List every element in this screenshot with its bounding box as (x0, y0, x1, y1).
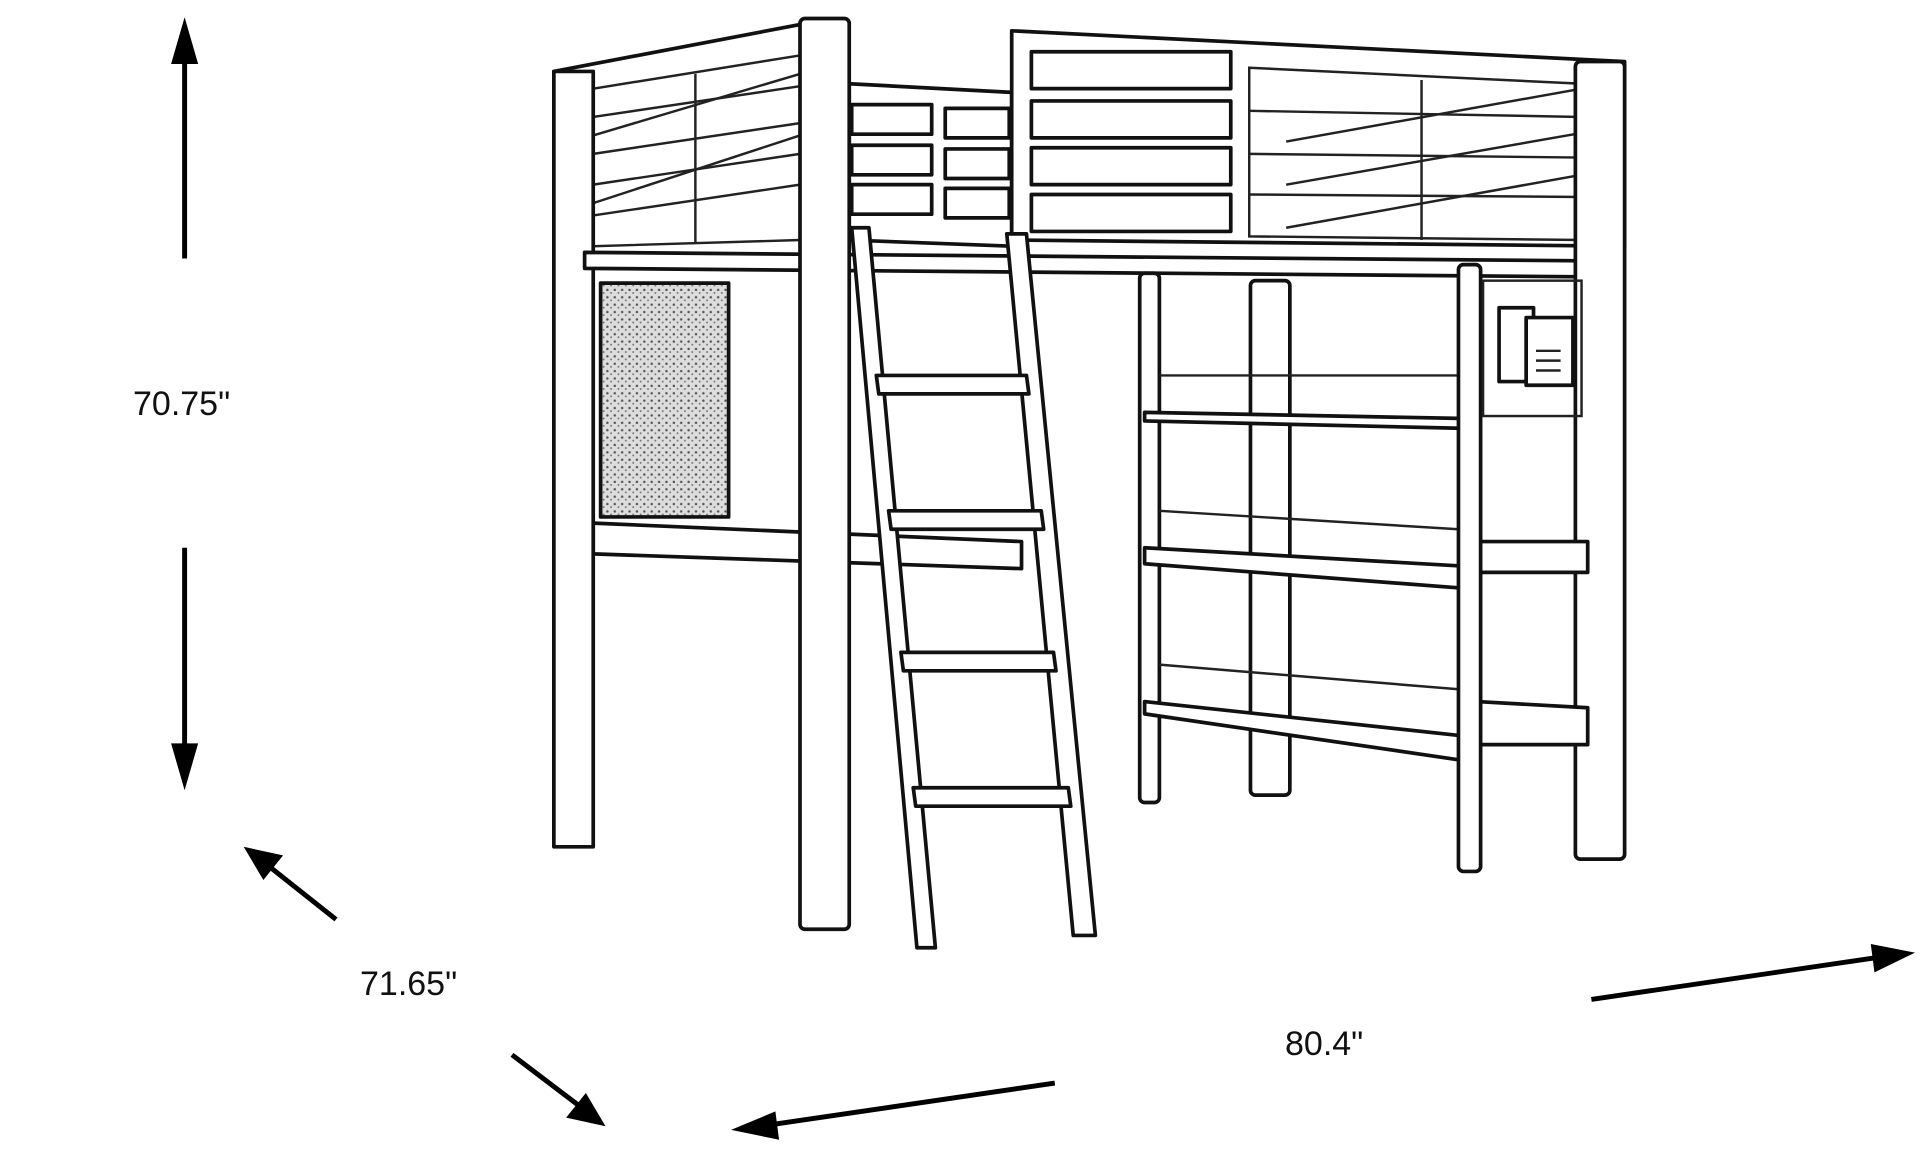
depth-label: 71.65" (360, 965, 458, 1003)
organizer-pocket (1481, 279, 1583, 418)
height-label: 70.75" (133, 385, 231, 423)
bookcase (1137, 59, 1627, 874)
front-left-post (798, 16, 852, 932)
depth-dimension-arrow (243, 846, 606, 1127)
width-label: 80.4" (1285, 1025, 1364, 1063)
height-dimension-arrow (171, 17, 199, 791)
rear-guardrail (847, 81, 1014, 249)
width-dimension-arrow (731, 944, 1916, 1140)
corkboard (598, 281, 731, 519)
ladder (849, 225, 1098, 950)
